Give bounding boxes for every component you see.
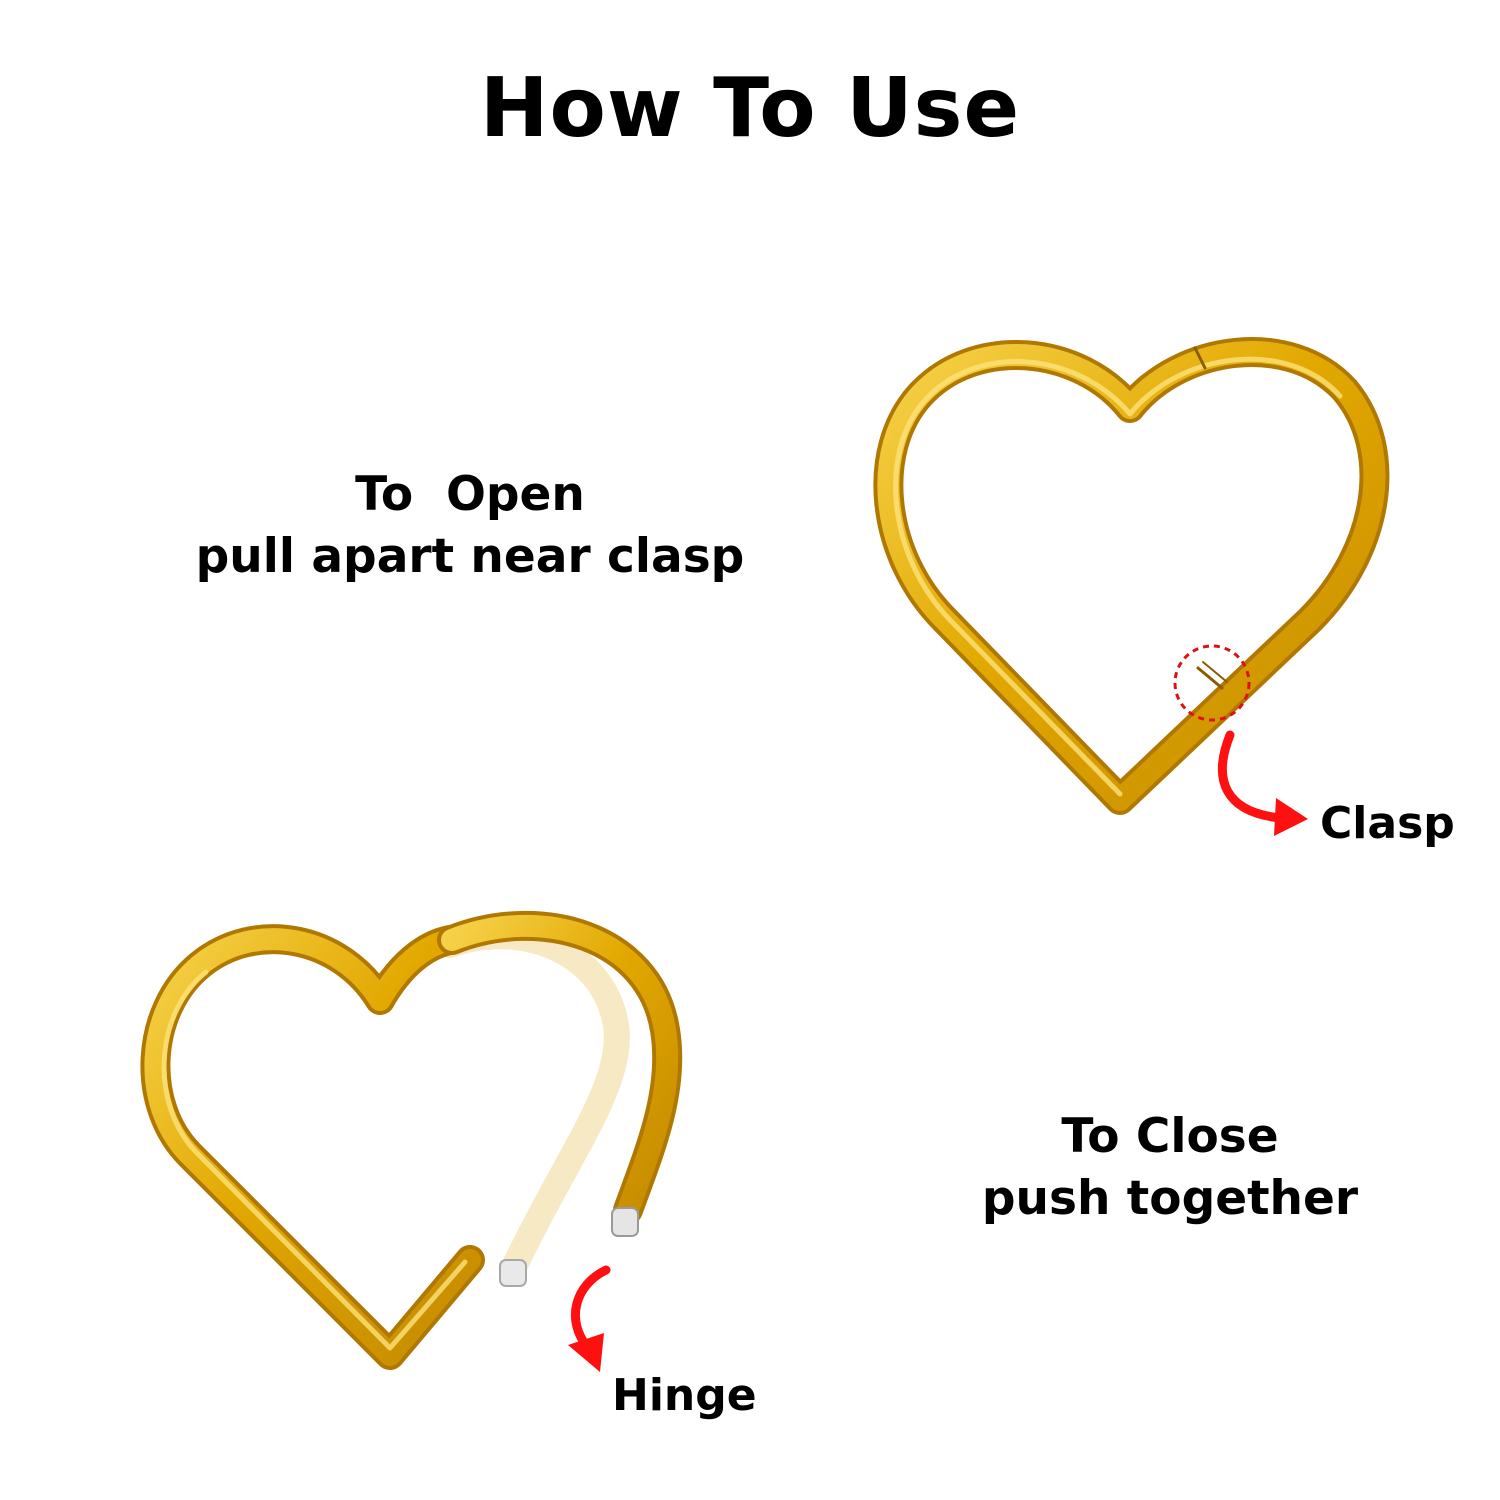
clasp-label: Clasp bbox=[1320, 798, 1455, 849]
hinge-label: Hinge bbox=[612, 1370, 757, 1421]
closed-heart-ring-icon bbox=[873, 337, 1390, 815]
close-text: push together bbox=[981, 1171, 1359, 1226]
open-instructions: To Open pull apart near clasp bbox=[170, 464, 770, 588]
clasp-arrow-icon bbox=[1217, 730, 1308, 836]
hinge-arrow-icon bbox=[568, 1265, 611, 1372]
clasp-highlight-circle-icon bbox=[1173, 644, 1251, 722]
page-title: How To Use bbox=[479, 61, 1021, 156]
open-text: pull apart near clasp bbox=[195, 529, 745, 584]
close-instructions: To Close push together bbox=[950, 1106, 1390, 1230]
open-heading: To Open bbox=[355, 467, 585, 522]
close-heading: To Close bbox=[1061, 1109, 1279, 1164]
open-heart-ring-icon bbox=[140, 910, 683, 1370]
